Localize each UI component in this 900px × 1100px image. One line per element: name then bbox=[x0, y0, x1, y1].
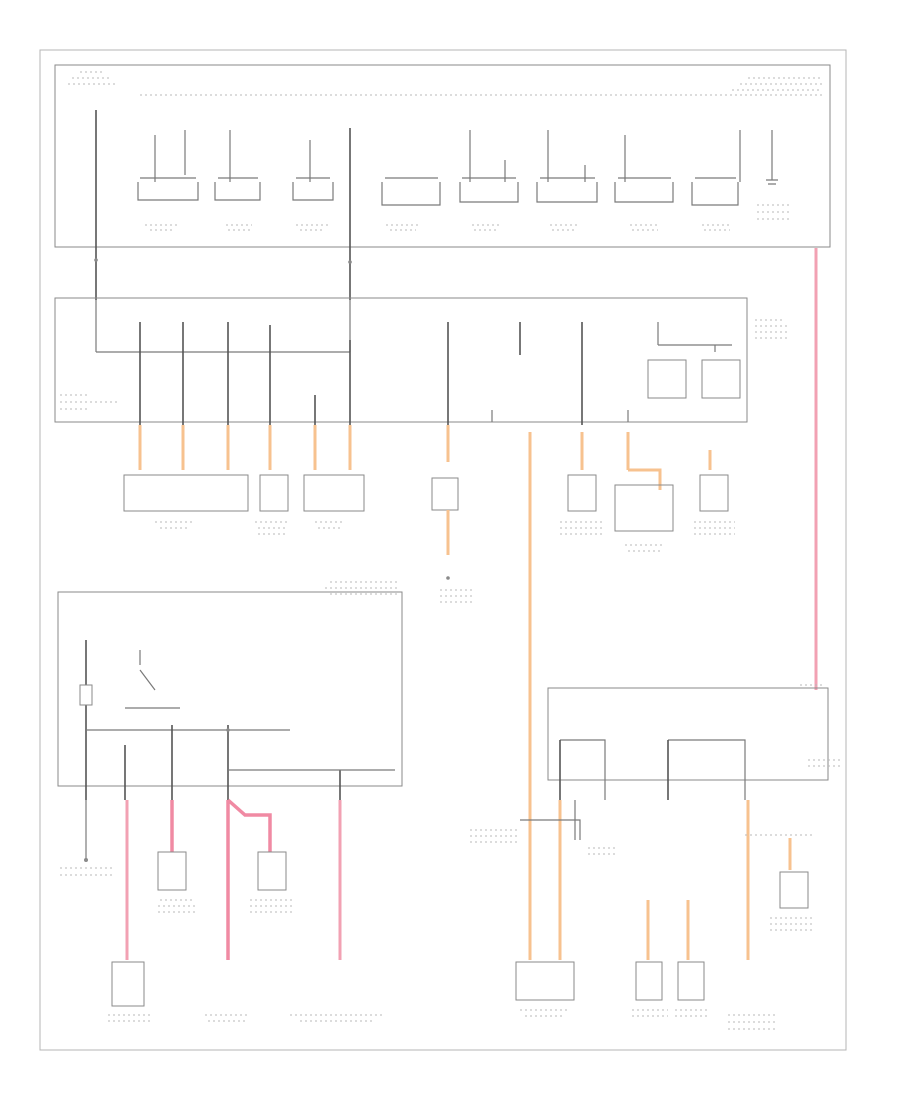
top-block-title-marks bbox=[68, 71, 822, 91]
page-frame bbox=[39, 49, 847, 1051]
left-block-title-marks bbox=[325, 581, 398, 595]
right-fuse-block bbox=[547, 687, 829, 781]
left-block-fuse bbox=[79, 684, 93, 706]
comp-fuel-pump-module bbox=[111, 961, 145, 1007]
pink-wire-left-3 bbox=[226, 798, 272, 960]
body-control-module bbox=[123, 474, 249, 512]
relay-modules bbox=[647, 322, 741, 399]
underhood-fuse-drops bbox=[139, 322, 629, 425]
right-block-bus-right bbox=[668, 739, 746, 800]
block-two-component-labels bbox=[155, 521, 735, 603]
block-two-connectors bbox=[138, 425, 712, 960]
comp-ignition-switch bbox=[614, 484, 674, 532]
top-fuse-block bbox=[54, 64, 831, 248]
comp-steering bbox=[259, 474, 289, 512]
underhood-block bbox=[54, 297, 748, 423]
left-ground-node bbox=[84, 858, 88, 862]
feed-node-2 bbox=[348, 260, 352, 264]
left-block-node bbox=[226, 728, 230, 732]
comp-relay-module bbox=[303, 474, 365, 512]
comp-seat-module-1 bbox=[635, 961, 663, 1001]
comp-lamp-module bbox=[567, 474, 597, 512]
right-block-bus-left bbox=[560, 739, 606, 800]
comp-cluster-lower-1 bbox=[157, 851, 187, 891]
comp-rear-module bbox=[779, 871, 809, 909]
top-module-labels bbox=[145, 204, 790, 231]
lower-right-labels bbox=[470, 829, 812, 1030]
underhood-bus bbox=[95, 300, 351, 353]
shifter-ground-node bbox=[446, 576, 450, 580]
left-block-drops bbox=[124, 725, 341, 800]
comp-front-harness bbox=[515, 961, 575, 1001]
left-instrument-block bbox=[57, 591, 403, 787]
right-block-title-marks bbox=[800, 684, 840, 767]
underhood-block-title-marks bbox=[60, 319, 790, 410]
comp-cluster-lower-2 bbox=[257, 851, 287, 891]
comp-seat-module-2 bbox=[677, 961, 705, 1001]
left-block-bus bbox=[86, 707, 290, 731]
comp-remote-module bbox=[699, 474, 729, 512]
comp-shifter bbox=[431, 477, 459, 511]
left-block-switch bbox=[139, 650, 156, 691]
lower-left-labels bbox=[60, 867, 385, 1022]
right-junction bbox=[520, 800, 581, 840]
top-fuse-modules bbox=[137, 130, 778, 206]
feed-node-1 bbox=[94, 258, 98, 262]
